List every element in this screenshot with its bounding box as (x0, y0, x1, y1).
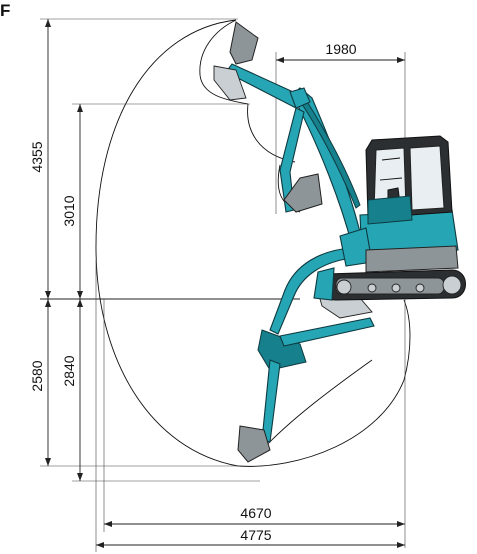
dim-max-reach-ground: 4670 (103, 299, 405, 532)
corner-letter: F (0, 1, 10, 20)
dim-min-front-swing-radius: 1980 (275, 41, 406, 548)
dim-label-4775: 4775 (240, 527, 271, 543)
dim-max-digging-depth: 2580 (29, 299, 240, 467)
dim-max-dumping-height: 3010 (61, 103, 250, 299)
dim-label-4670: 4670 (240, 505, 271, 521)
dim-max-reach: 4775 (95, 260, 405, 552)
excavator-undercarriage (313, 267, 466, 301)
dim-label-4355: 4355 (29, 141, 45, 172)
dim-max-digging-height: 4355 (29, 18, 238, 299)
dim-label-1980: 1980 (325, 41, 356, 57)
dim-label-2580: 2580 (29, 360, 45, 391)
excavator-arm-lowered (237, 247, 375, 463)
working-envelope (95, 19, 411, 467)
excavator-arm-raised (213, 21, 363, 246)
dim-label-2840: 2840 (61, 355, 77, 386)
dim-max-vertical-wall-depth: 2840 (61, 299, 260, 482)
excavator-body (339, 135, 459, 273)
dim-label-3010: 3010 (61, 195, 77, 226)
excavator-arm-dump (279, 107, 323, 213)
